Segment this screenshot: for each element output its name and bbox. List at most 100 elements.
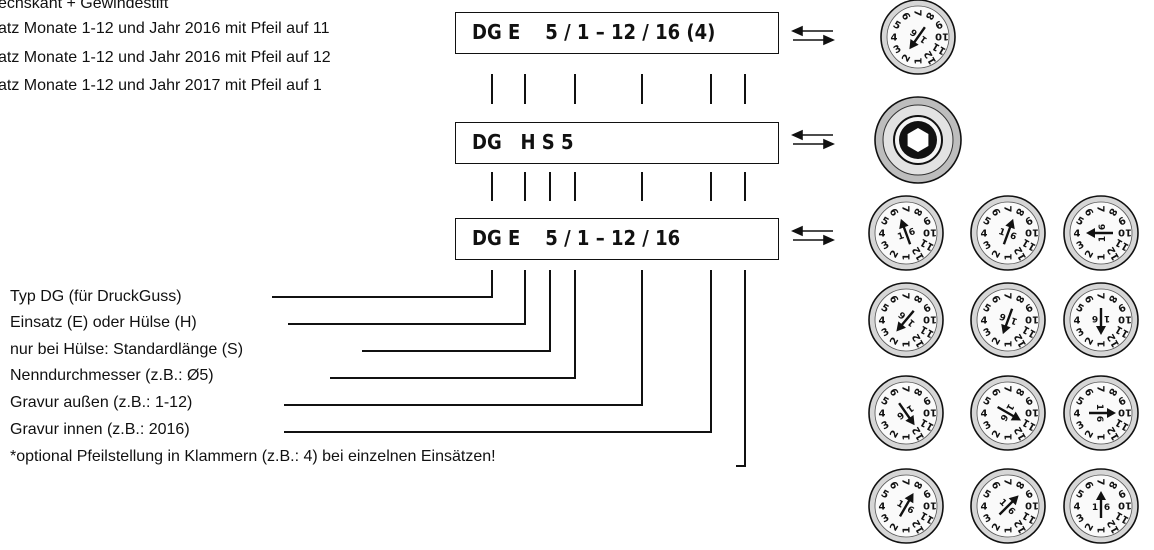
svg-text:6: 6 [887, 207, 900, 219]
svg-text:3: 3 [1075, 326, 1087, 339]
svg-text:5: 5 [879, 215, 891, 228]
svg-text:1: 1 [919, 33, 930, 45]
svg-text:2: 2 [1083, 336, 1096, 348]
svg-text:10: 10 [1118, 407, 1132, 418]
svg-text:1: 1 [1097, 433, 1108, 440]
svg-text:1: 1 [906, 316, 917, 328]
svg-text:9: 9 [1023, 487, 1035, 500]
svg-text:6: 6 [1082, 387, 1095, 399]
svg-text:7: 7 [900, 386, 911, 393]
svg-text:10: 10 [1118, 314, 1132, 325]
svg-text:10: 10 [1025, 407, 1039, 418]
svg-text:3: 3 [880, 419, 892, 432]
svg-text:2: 2 [1083, 429, 1096, 441]
svg-text:1: 1 [1004, 340, 1015, 347]
svg-text:10: 10 [923, 407, 937, 418]
svg-text:6: 6 [1094, 416, 1104, 422]
svg-text:7: 7 [900, 293, 911, 300]
svg-text:1: 1 [896, 231, 905, 243]
svg-text:9: 9 [921, 487, 933, 500]
svg-text:2: 2 [888, 336, 901, 348]
legend-arrow-position-note: *optional Pfeilstellung in Klammern (z.B… [10, 448, 496, 465]
svg-text:8: 8 [1013, 206, 1026, 218]
legend-inner-engraving: Gravur innen (z.B.: 2016) [10, 421, 190, 438]
svg-text:4: 4 [879, 229, 886, 240]
svg-text:3: 3 [892, 43, 904, 56]
svg-text:8: 8 [1013, 293, 1026, 305]
svg-text:8: 8 [1013, 479, 1026, 491]
svg-text:8: 8 [911, 386, 924, 398]
svg-text:3: 3 [880, 326, 892, 339]
svg-text:6: 6 [1098, 224, 1108, 230]
svg-text:6: 6 [989, 294, 1002, 306]
svg-text:8: 8 [1106, 479, 1119, 491]
svg-text:5: 5 [1074, 395, 1086, 408]
svg-text:6: 6 [989, 480, 1002, 492]
svg-text:3: 3 [1075, 419, 1087, 432]
svg-text:2: 2 [990, 429, 1003, 441]
note-set-2016-arrow-12: atz Monate 1-12 und Jahr 2016 mit Pfeil … [0, 49, 331, 66]
note-set-2016-arrow-11: atz Monate 1-12 und Jahr 2016 mit Pfeil … [0, 20, 330, 37]
svg-text:1: 1 [1092, 503, 1098, 513]
svg-text:1: 1 [1097, 340, 1108, 347]
svg-text:1: 1 [1004, 253, 1015, 260]
legend-type: Typ DG (für DruckGuss) [10, 288, 182, 305]
svg-text:3: 3 [982, 419, 994, 432]
svg-text:1: 1 [1004, 433, 1015, 440]
svg-text:4: 4 [981, 409, 988, 420]
svg-text:1: 1 [895, 499, 905, 511]
svg-text:5: 5 [1074, 215, 1086, 228]
svg-text:7: 7 [1002, 479, 1013, 486]
svg-text:10: 10 [1118, 500, 1132, 511]
svg-text:3: 3 [880, 512, 892, 525]
svg-text:4: 4 [981, 229, 988, 240]
svg-text:10: 10 [1025, 500, 1039, 511]
sleeve-hexagon-icon [874, 96, 962, 184]
legend-insert-or-sleeve: Einsatz (E) oder Hülse (H) [10, 314, 197, 331]
svg-text:6: 6 [887, 480, 900, 492]
svg-text:10: 10 [1118, 227, 1132, 238]
svg-text:5: 5 [981, 395, 993, 408]
svg-text:5: 5 [879, 302, 891, 315]
note-hexagon: echskant + Gewindestift [0, 0, 169, 12]
svg-text:6: 6 [1005, 506, 1017, 518]
svg-text:6: 6 [1082, 294, 1095, 306]
svg-text:7: 7 [1002, 386, 1013, 393]
svg-text:6: 6 [1082, 480, 1095, 492]
svg-text:1: 1 [1004, 526, 1015, 533]
svg-text:10: 10 [923, 227, 937, 238]
svg-text:3: 3 [982, 326, 994, 339]
svg-text:6: 6 [997, 412, 1009, 422]
svg-text:1: 1 [902, 433, 913, 440]
svg-text:8: 8 [1106, 386, 1119, 398]
code-box-sleeve: DG H S 5 [455, 122, 779, 164]
svg-text:7: 7 [1002, 206, 1013, 213]
svg-text:2: 2 [888, 522, 901, 534]
legend-outer-engraving: Gravur außen (z.B.: 1-12) [10, 394, 193, 411]
svg-text:7: 7 [1095, 386, 1106, 393]
svg-text:1: 1 [1003, 402, 1015, 412]
svg-text:5: 5 [879, 488, 891, 501]
svg-text:2: 2 [1083, 522, 1096, 534]
svg-text:5: 5 [981, 488, 993, 501]
svg-text:6: 6 [1092, 313, 1098, 323]
svg-text:5: 5 [1074, 488, 1086, 501]
svg-text:2: 2 [888, 249, 901, 261]
svg-text:6: 6 [897, 309, 908, 321]
svg-text:5: 5 [981, 302, 993, 315]
svg-text:9: 9 [1023, 301, 1035, 314]
svg-text:10: 10 [935, 31, 949, 42]
svg-text:6: 6 [908, 227, 917, 239]
svg-text:6: 6 [1082, 207, 1095, 219]
svg-text:8: 8 [1106, 293, 1119, 305]
svg-text:4: 4 [879, 316, 886, 327]
svg-text:1: 1 [1097, 253, 1108, 260]
